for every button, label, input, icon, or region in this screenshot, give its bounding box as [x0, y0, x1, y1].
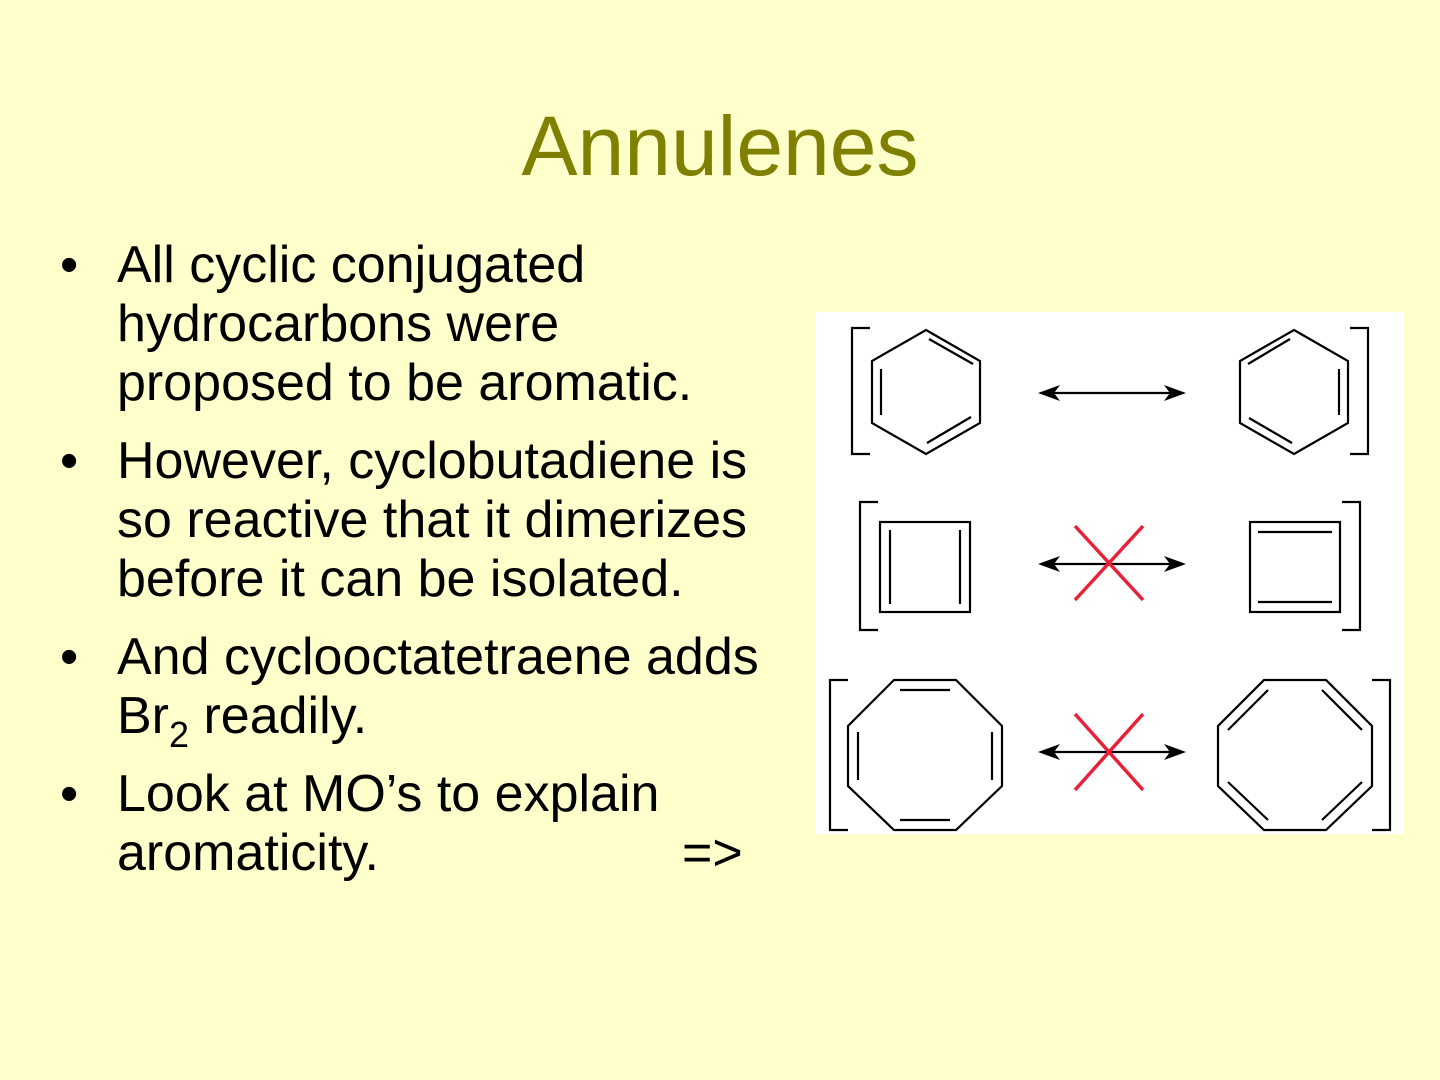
bullet-list: • All cyclic conjugated hydrocarbons wer… [60, 236, 780, 902]
cyclooctatetraene-left-structure [828, 678, 1004, 832]
double-bond [1227, 689, 1269, 731]
cross-mark [1073, 524, 1145, 602]
double-bond [1321, 781, 1363, 821]
double-bond [926, 416, 972, 444]
bullet-text: Look at MO’s to explain aromaticity. [117, 765, 660, 882]
bracket-left [828, 678, 848, 832]
double-bond [928, 338, 974, 365]
cyclobutadiene-right-structure [1248, 500, 1362, 632]
cyclooctatetraene-right-structure [1216, 678, 1392, 832]
bracket-right [1342, 500, 1362, 632]
double-bond [1247, 338, 1291, 365]
bullet-item: • Look at MO’s to explain aromaticity. =… [60, 765, 780, 883]
benzene-ring [1238, 328, 1350, 456]
slide-title: Annulenes [521, 99, 919, 193]
benzene-ring [870, 328, 982, 456]
bullet-icon: • [60, 236, 79, 294]
bullet-item: • All cyclic conjugated hydrocarbons wer… [60, 236, 780, 413]
bullet-icon: • [60, 765, 79, 823]
bullet-text: However, cyclobutadiene is so reactive t… [117, 432, 748, 608]
cyclobutadiene-left-structure [858, 500, 972, 632]
double-bond [1248, 417, 1293, 444]
bracket-right [1350, 326, 1370, 456]
double-bond [1321, 689, 1363, 731]
bracket-right [1372, 678, 1392, 832]
cyclobutadiene-ring [1248, 520, 1342, 614]
cyclobutadiene-ring [878, 520, 972, 614]
cyclooctatetraene-ring [846, 678, 1004, 832]
bullet-text-after: readily. [189, 687, 368, 745]
bullet-item: • And cyclooctatetraene adds Br2 readily… [60, 628, 780, 753]
bullet-text-before: And cyclooctatetraene adds Br [117, 628, 759, 745]
bullet-text: And cyclooctatetraene adds Br2 readily. [117, 628, 759, 753]
cyclooctatetraene-ring [1216, 678, 1374, 832]
bullet-icon: • [60, 432, 79, 490]
bullet-text: All cyclic conjugated hydrocarbons were … [117, 236, 693, 412]
bracket-left [850, 326, 870, 456]
blocked-resonance-arrow [1038, 712, 1186, 792]
benzene-right-structure [1238, 326, 1370, 456]
blocked-resonance-arrow [1038, 524, 1186, 602]
bullet-icon: • [60, 628, 79, 686]
resonance-arrow [1038, 385, 1186, 401]
resonance-figure [816, 312, 1404, 834]
bullet-item: • However, cyclobutadiene is so reactive… [60, 432, 780, 609]
bracket-left [858, 500, 878, 632]
double-bond [1227, 781, 1269, 821]
continue-arrow: => [682, 824, 743, 882]
cross-mark [1073, 712, 1145, 792]
resonance-diagram [828, 326, 1392, 832]
subscript: 2 [169, 714, 190, 755]
benzene-left-structure [850, 326, 982, 456]
